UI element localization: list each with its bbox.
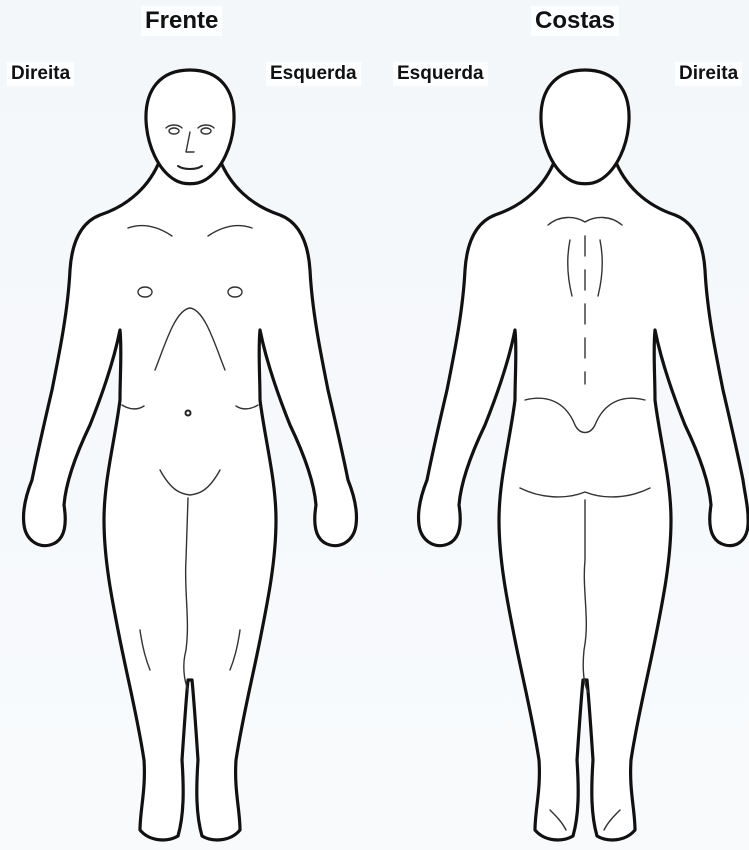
back-view-left-side-label: Esquerda xyxy=(393,62,488,86)
front-view-left-side-label: Esquerda xyxy=(266,62,361,86)
back-view-title: Costas xyxy=(531,6,619,36)
back-body-figure[interactable] xyxy=(418,70,748,840)
front-view-title: Frente xyxy=(141,6,222,36)
front-body-figure[interactable] xyxy=(23,70,356,840)
back-view-right-side-label: Direita xyxy=(675,62,742,86)
front-view-right-side-label: Direita xyxy=(7,62,74,86)
